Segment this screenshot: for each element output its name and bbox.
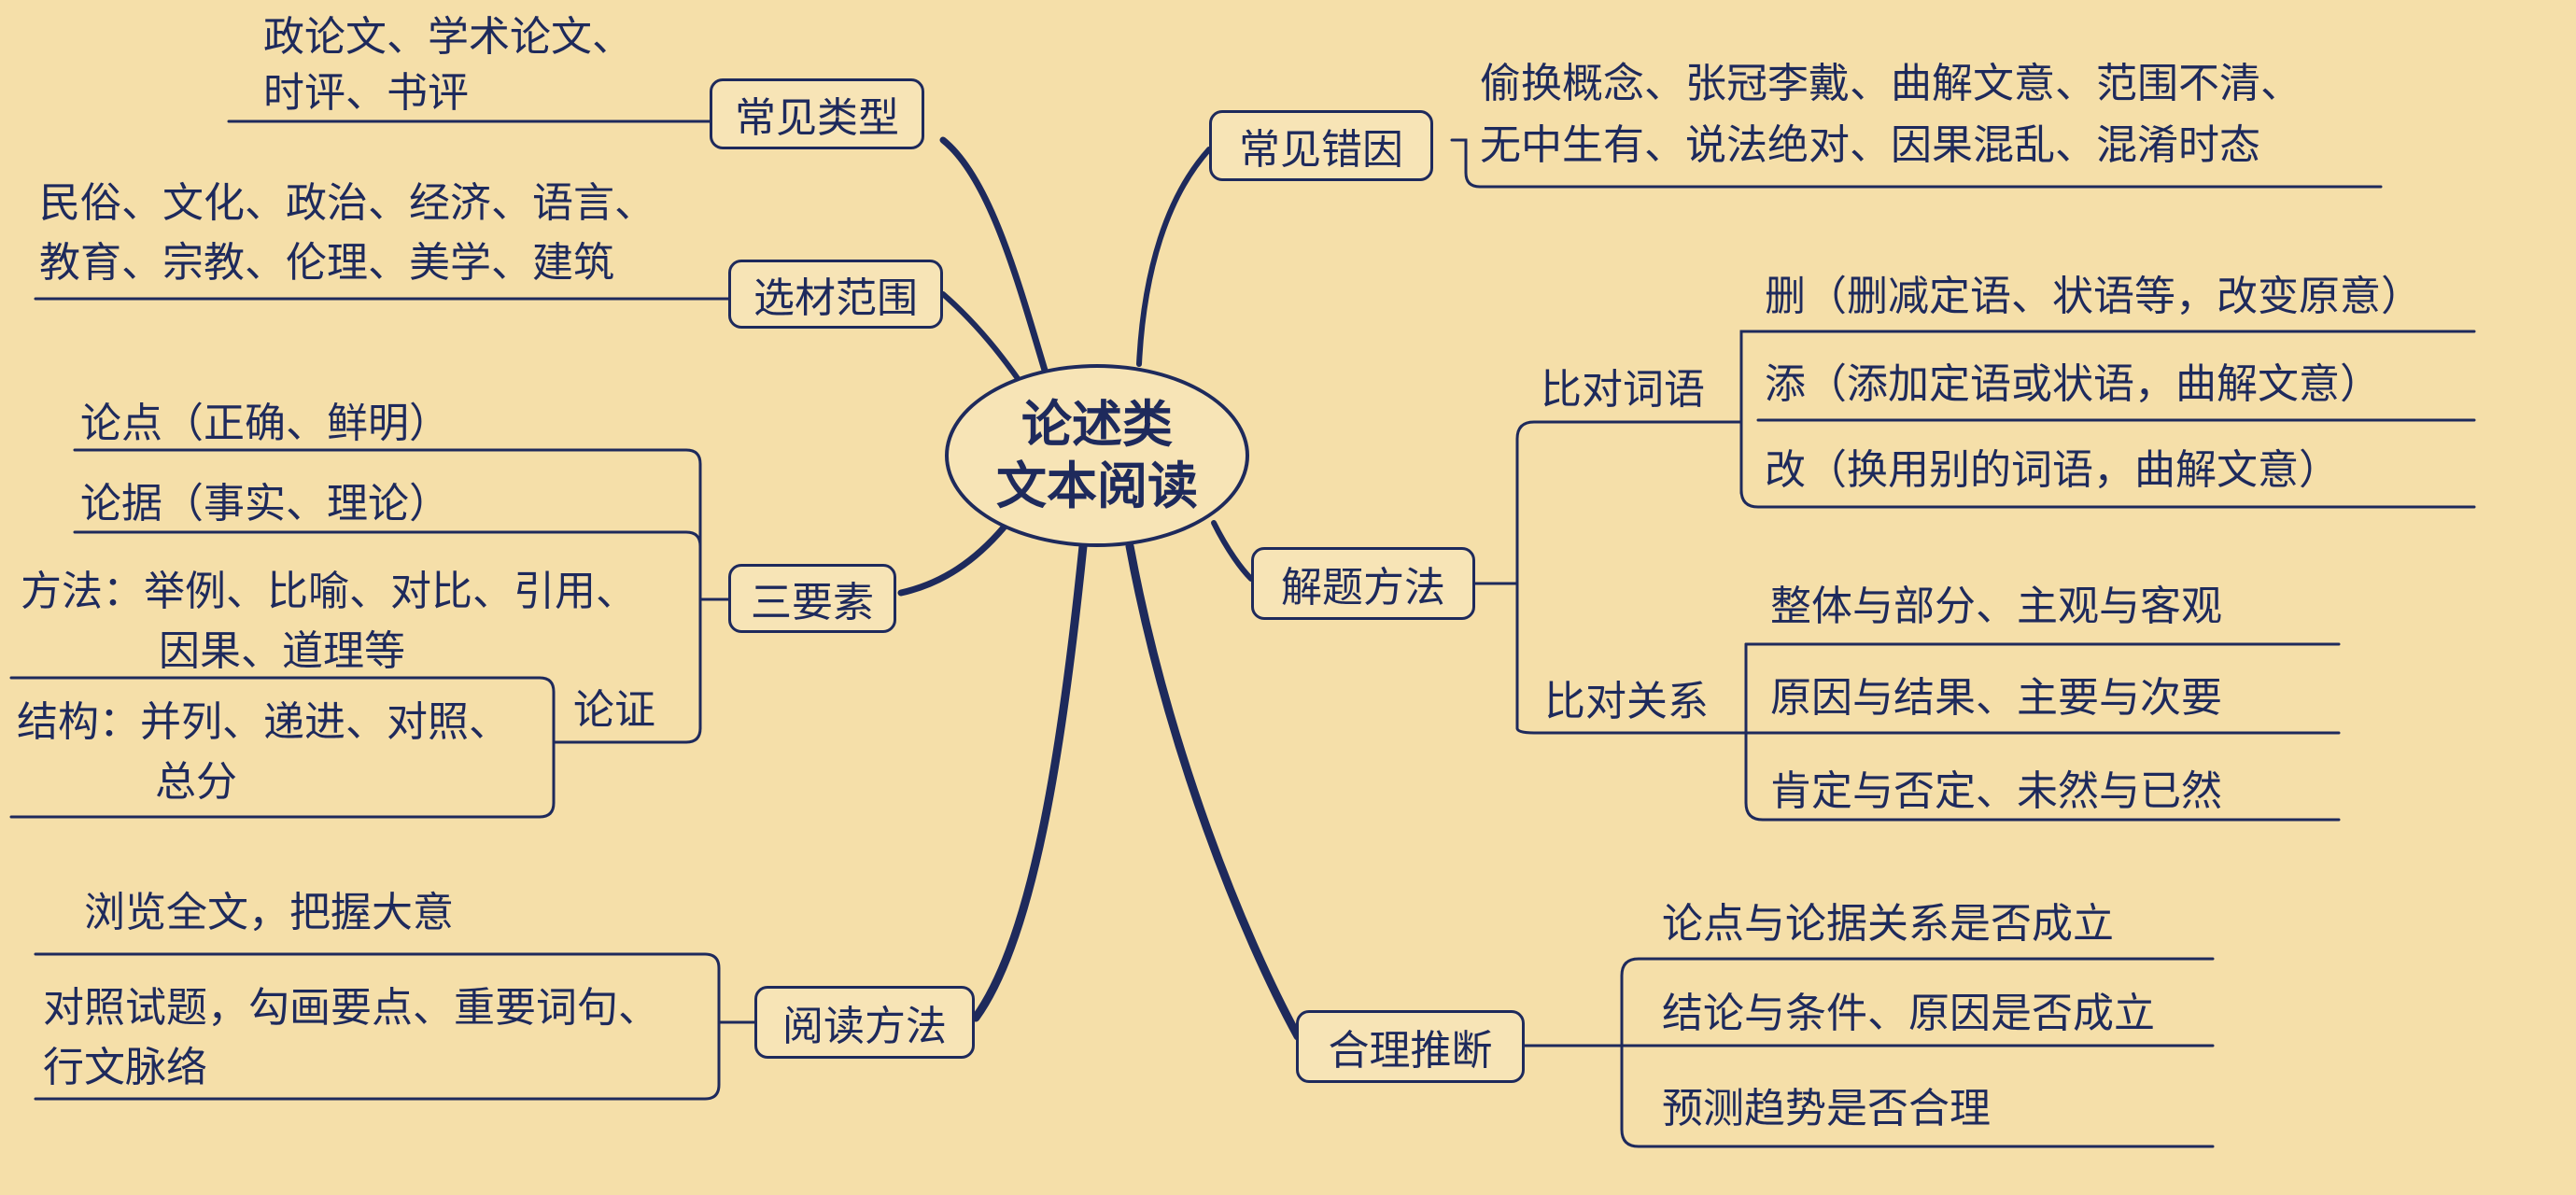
structure-text-1: 结构：并列、递进、对照、: [17, 698, 510, 746]
argument-text: 论点（正确、鲜明）: [80, 400, 450, 447]
evidence-text: 论据（事实、理论）: [80, 480, 450, 527]
common-types-detail-2: 时评、书评: [263, 69, 469, 117]
node-material-scope[interactable]: 选材范围: [728, 260, 943, 329]
compare-relations-item-3: 肯定与否定、未然与已然: [1770, 767, 2222, 815]
node-three-elements[interactable]: 三要素: [728, 564, 896, 633]
compare-relations-item-2: 原因与结果、主要与次要: [1770, 674, 2222, 722]
material-scope-detail-2: 教育、宗教、伦理、美学、建筑: [39, 239, 614, 287]
compare-words-item-1: 删（删减定语、状语等，改变原意）: [1765, 273, 2422, 320]
reading-step-2-line2: 行文脉络: [43, 1044, 207, 1091]
compare-words-label: 比对词语: [1541, 366, 1705, 414]
structure-text-2: 总分: [155, 758, 237, 806]
method-text-1: 方法：举例、比喻、对比、引用、: [21, 568, 637, 615]
demonstration-label: 论证: [573, 686, 655, 734]
node-common-types[interactable]: 常见类型: [710, 78, 924, 149]
node-reasonable-inference[interactable]: 合理推断: [1296, 1010, 1525, 1083]
node-common-errors[interactable]: 常见错因: [1209, 110, 1433, 181]
central-topic-line1: 论述类: [1021, 395, 1173, 454]
inference-item-2: 结论与条件、原因是否成立: [1662, 990, 2155, 1037]
compare-words-item-3: 改（换用别的词语，曲解文意）: [1765, 446, 2340, 494]
common-errors-detail-1: 偷换概念、张冠李戴、曲解文意、范围不清、: [1480, 60, 2302, 107]
reading-step-2-line1: 对照试题，勾画要点、重要词句、: [43, 984, 659, 1032]
central-topic-line2: 文本阅读: [996, 457, 1198, 515]
method-text-2: 因果、道理等: [159, 627, 405, 675]
compare-relations-label: 比对关系: [1544, 678, 1709, 725]
node-solving-method[interactable]: 解题方法: [1251, 547, 1475, 620]
material-scope-detail-1: 民俗、文化、政治、经济、语言、: [39, 179, 655, 227]
inference-item-1: 论点与论据关系是否成立: [1662, 900, 2114, 948]
common-types-detail-1: 政论文、学术论文、: [263, 13, 633, 61]
reading-step-1: 浏览全文，把握大意: [84, 889, 454, 936]
node-reading-method[interactable]: 阅读方法: [754, 986, 975, 1059]
compare-relations-item-1: 整体与部分、主观与客观: [1770, 583, 2222, 630]
common-errors-detail-2: 无中生有、说法绝对、因果混乱、混淆时态: [1480, 121, 2260, 169]
central-topic: 论述类 文本阅读: [945, 364, 1249, 547]
inference-item-3: 预测趋势是否合理: [1662, 1085, 1991, 1132]
compare-words-item-2: 添（添加定语或状语，曲解文意）: [1765, 360, 2381, 408]
